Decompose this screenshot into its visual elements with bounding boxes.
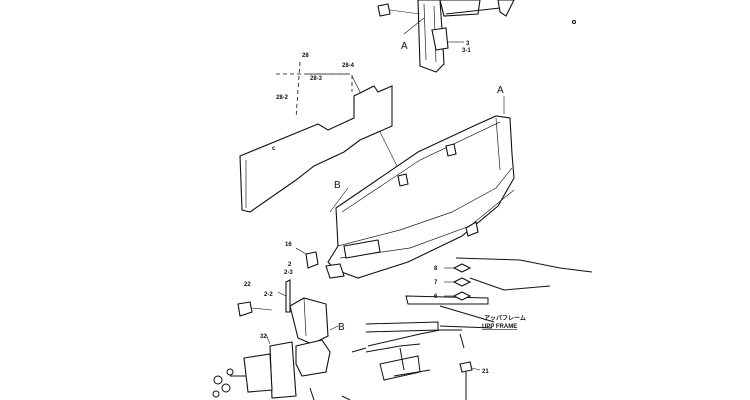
panel-mark: c: [272, 146, 276, 152]
label-a-top: A: [401, 41, 408, 52]
label-8: 8: [434, 266, 438, 272]
washer-stack: [444, 263, 472, 301]
label-2-2: 2-2: [264, 292, 273, 298]
label-28: 28: [302, 53, 309, 59]
label-2: 2: [288, 262, 292, 268]
label-7: 7: [434, 280, 438, 286]
label-28-3: 28-3: [310, 76, 323, 82]
rubber-panel: c: [239, 85, 393, 213]
label-3: 3: [466, 41, 470, 47]
label-16: 16: [285, 242, 292, 248]
label-28-2: 28-2: [276, 95, 289, 101]
label-28-4: 28-4: [342, 63, 355, 69]
diagram-labels: 28 28-3 28-4 28-2 3 3-1 A A B B 16 2 2-3…: [244, 41, 526, 375]
label-jp-frame: アッパフレーム: [484, 314, 526, 322]
label-2-3: 2-3: [284, 270, 293, 276]
lamp-bracket: [212, 247, 351, 400]
label-a-right: A: [497, 85, 504, 96]
bracket-assembly: [377, 0, 576, 73]
upper-frame: [351, 257, 593, 381]
label-b-left: B: [334, 180, 341, 191]
counterweight: [325, 96, 515, 279]
label-22: 22: [244, 282, 251, 288]
label-b-low: B: [338, 322, 345, 333]
label-upp-frame: UPP FRAME: [482, 324, 517, 330]
label-21: 21: [482, 369, 489, 375]
label-32: 32: [260, 334, 267, 340]
label-6: 6: [434, 294, 438, 300]
label-3-1: 3-1: [462, 48, 471, 54]
bolt-21: [459, 361, 481, 400]
